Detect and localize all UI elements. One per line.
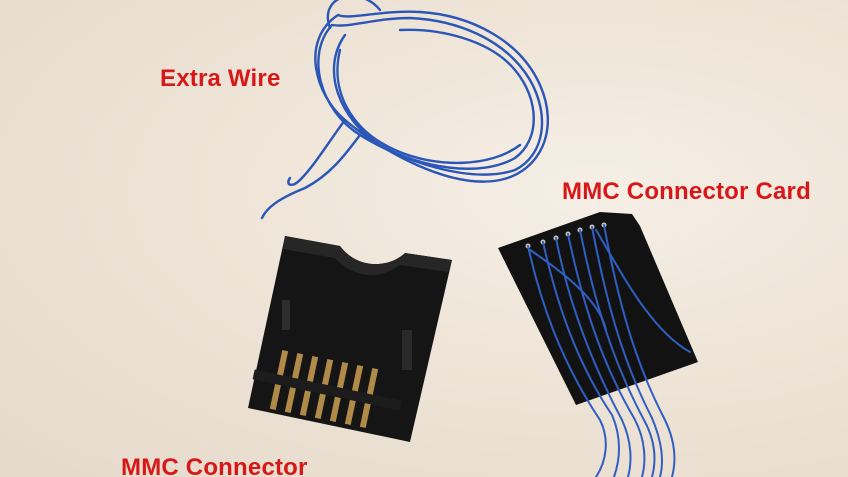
card-wires bbox=[527, 224, 691, 477]
label-extra-wire: Extra Wire bbox=[160, 65, 281, 92]
mmc-connector-socket bbox=[248, 236, 452, 442]
extra-wire-coil bbox=[260, 0, 550, 220]
mmc-connector-card bbox=[498, 212, 698, 477]
label-mmc-connector-card: MMC Connector Card bbox=[562, 178, 811, 205]
label-mmc-connector: MMC Connector bbox=[121, 454, 308, 477]
